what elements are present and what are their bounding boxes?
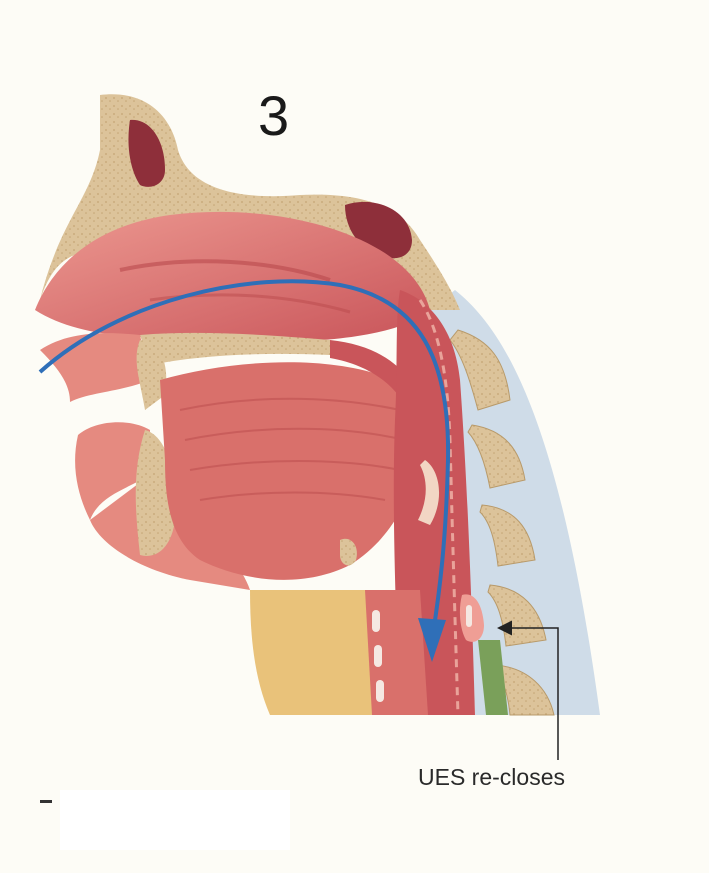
tongue <box>160 362 424 580</box>
upper-lip <box>40 333 150 402</box>
blank-patch <box>60 790 290 850</box>
hard-palate <box>140 333 330 365</box>
dash-mark <box>40 800 52 803</box>
step-number: 3 <box>258 88 289 144</box>
ues-callout-label: UES re-closes <box>418 766 565 789</box>
